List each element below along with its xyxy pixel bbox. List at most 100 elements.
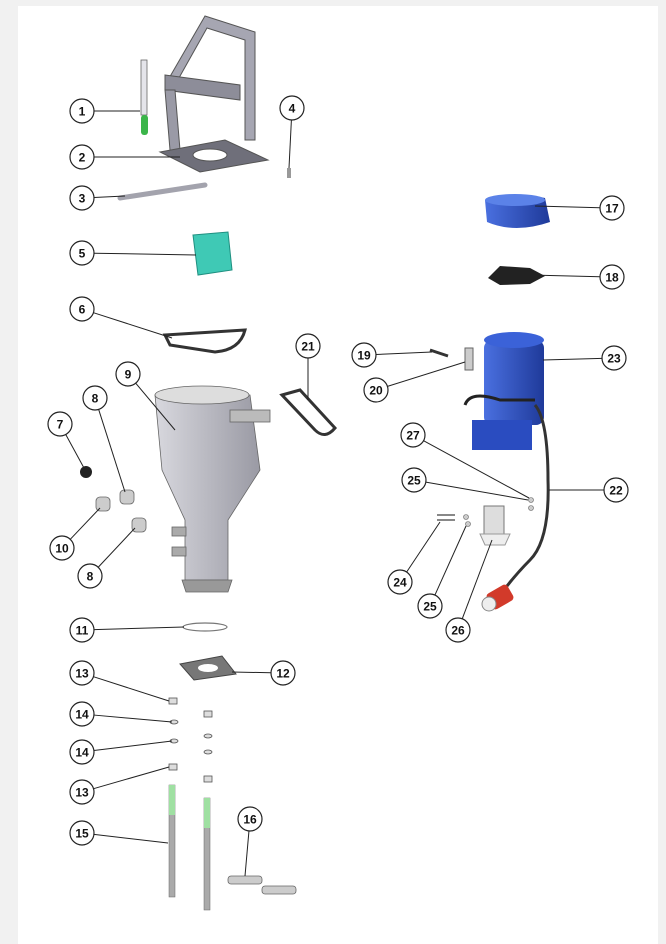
callout-label: 12: [276, 667, 290, 681]
callout-label: 25: [407, 474, 421, 488]
callout-label: 18: [605, 271, 619, 285]
callout-label: 17: [605, 202, 619, 216]
callout-label: 11: [76, 624, 89, 638]
leader-line: [93, 833, 169, 844]
callout-circle: [69, 185, 95, 211]
callout-label: 13: [75, 786, 89, 800]
callout-label: 2: [79, 151, 86, 165]
callout-circle: [69, 617, 95, 643]
wrench-part: [227, 875, 297, 895]
callout-circle: [445, 617, 471, 643]
leader-line: [461, 539, 493, 619]
callout-14-washer: 14: [69, 739, 173, 765]
rod-part: [117, 182, 208, 201]
leader-line: [375, 351, 433, 355]
motor-part: [463, 332, 544, 450]
callout-circle: [82, 385, 108, 411]
callout-circle: [69, 779, 95, 805]
callout-circle: [47, 411, 73, 437]
frame-part: [158, 15, 270, 173]
callout-label: 24: [393, 576, 407, 590]
callout-15-threaded-rod: 15: [69, 820, 169, 846]
callout-label: 21: [301, 340, 315, 354]
leader-line: [93, 766, 170, 790]
leader-line: [542, 357, 603, 361]
callout-11-o-ring: 11: [69, 617, 185, 643]
threaded-rods-part: [168, 784, 211, 911]
callout-circle: [115, 361, 141, 387]
callout-8-clamp: 8: [82, 385, 126, 493]
callout-circle: [279, 95, 305, 121]
callout-circle: [599, 195, 625, 221]
leader-line: [97, 527, 136, 568]
callout-circle: [237, 806, 263, 832]
callout-circle: [69, 660, 95, 686]
callout-circle: [69, 240, 95, 266]
callout-circle: [69, 701, 95, 727]
callout-circle: [69, 98, 95, 124]
callout-9-hopper: 9: [115, 361, 176, 431]
leader-line: [434, 525, 467, 596]
callout-circle: [363, 377, 389, 403]
callout-label: 26: [451, 624, 465, 638]
cable-clip-part: [429, 348, 449, 358]
callout-26-switch-box: 26: [445, 539, 493, 643]
callout-label: 22: [609, 484, 623, 498]
callout-circle: [77, 563, 103, 589]
callout-circle: [417, 593, 443, 619]
hopper-part: [154, 385, 271, 593]
fan-part: [488, 266, 545, 285]
callout-label: 8: [92, 392, 99, 406]
callout-19-cable-clip: 19: [351, 342, 433, 368]
callout-circle: [69, 296, 95, 322]
callout-label: 3: [79, 192, 86, 206]
pin-part: [287, 168, 291, 178]
leader-line: [93, 312, 173, 339]
leader-line: [406, 521, 441, 573]
leader-line: [98, 409, 126, 493]
callout-17-fan-cover: 17: [534, 195, 625, 221]
callout-20-terminal: 20: [363, 361, 466, 403]
leader-line: [387, 361, 466, 387]
flange-part: [179, 655, 237, 681]
callout-label: 20: [369, 384, 383, 398]
callout-10-clamp-fitting: 10: [49, 507, 101, 561]
callout-8-clamp: 8: [77, 527, 136, 589]
callout-circle: [599, 264, 625, 290]
callout-13-nut: 13: [69, 660, 170, 702]
callout-1-lifting-hook: 1: [69, 98, 140, 124]
callout-label: 8: [87, 570, 94, 584]
leader-line: [69, 507, 101, 540]
power-cable-part: [498, 404, 550, 596]
lifting-hook-part: [140, 59, 148, 135]
callout-circle: [603, 477, 629, 503]
leader-line: [135, 382, 176, 431]
callout-circle: [601, 345, 627, 371]
leader-line: [529, 274, 601, 278]
callout-label: 4: [289, 102, 296, 116]
switch-box-part: [479, 505, 511, 546]
callout-12-flange: 12: [231, 660, 296, 686]
callout-label: 19: [357, 349, 371, 363]
callout-label: 10: [55, 542, 69, 556]
leader-line: [65, 434, 85, 469]
callout-4-pin: 4: [279, 95, 305, 169]
callout-6-gasket: 6: [69, 296, 173, 339]
fan-cover-part: [485, 194, 550, 228]
callout-circle: [69, 739, 95, 765]
callout-7-knob: 7: [47, 411, 85, 469]
callout-circle: [69, 144, 95, 170]
callout-circle: [295, 333, 321, 359]
callout-13-nut: 13: [69, 766, 170, 805]
callout-circle: [270, 660, 296, 686]
callout-label: 27: [406, 429, 420, 443]
callout-circle: [49, 535, 75, 561]
callout-22-power-cable: 22: [549, 477, 629, 503]
leader-line: [93, 714, 173, 723]
gasket-part: [162, 328, 247, 354]
callout-label: 14: [75, 708, 89, 722]
callout-18-fan: 18: [529, 264, 625, 290]
diagram-card: [18, 6, 658, 944]
callout-25-washer: 25: [417, 525, 467, 619]
